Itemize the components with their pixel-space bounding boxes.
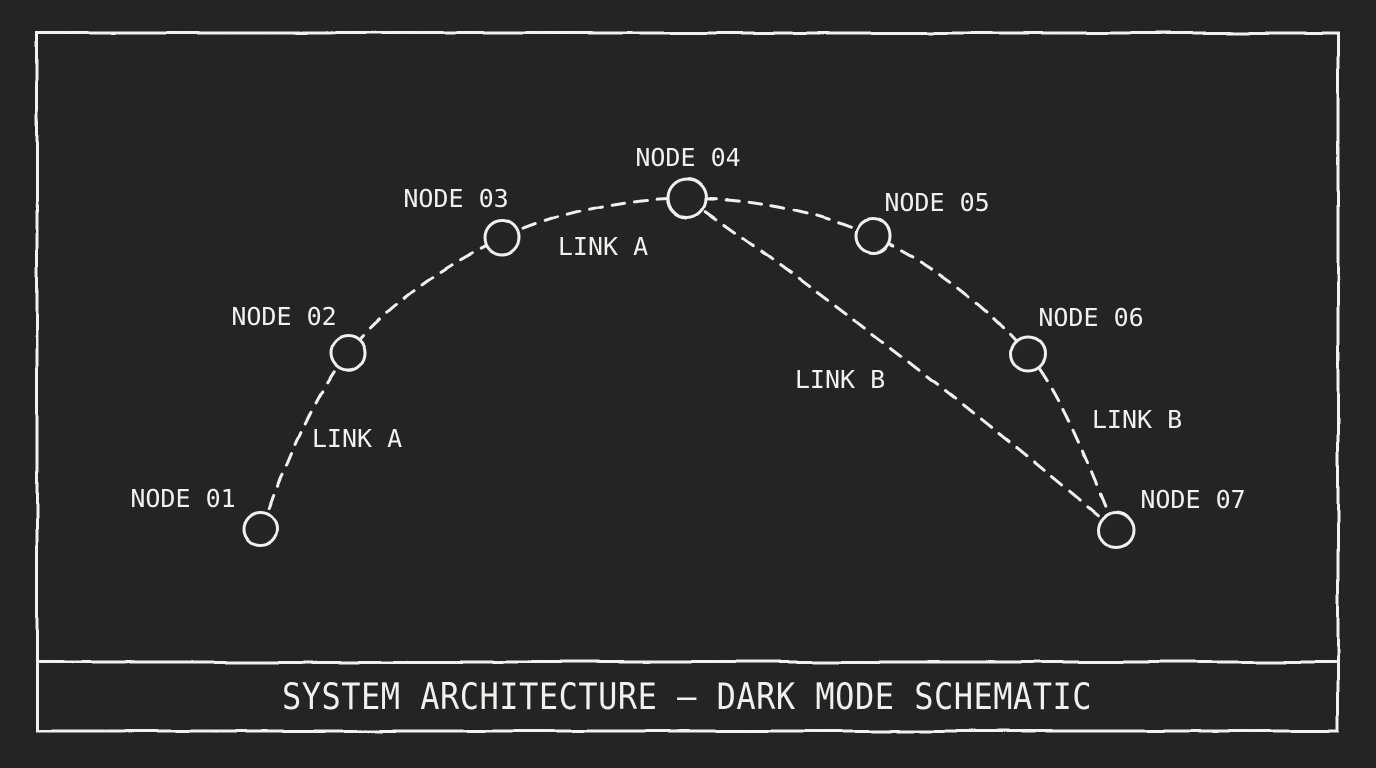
grain-texture [0,0,1376,768]
